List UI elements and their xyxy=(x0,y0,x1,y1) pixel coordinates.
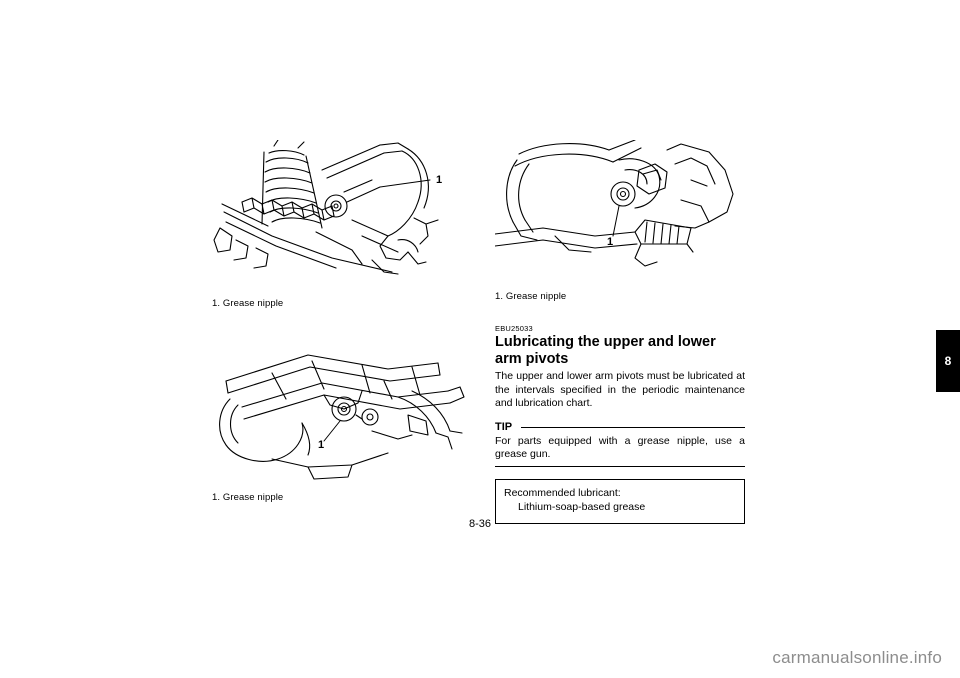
figure-caption-upper-arm-front: 1. Grease nipple xyxy=(212,298,284,309)
figure-upper-arm-front-drawing xyxy=(213,140,439,275)
section-block: EBU25033 Lubricating the upper and lower… xyxy=(495,324,745,524)
figure-callout-2: 1 xyxy=(318,439,325,451)
section-code: EBU25033 xyxy=(495,324,533,333)
figure-caption-lower-arm: 1. Grease nipple xyxy=(212,492,284,503)
site-watermark: carmanualsonline.info xyxy=(772,648,942,668)
figure-lower-arm-drawing xyxy=(219,354,465,480)
tip-rule xyxy=(521,426,745,428)
tip-close-rule xyxy=(495,465,745,467)
figure-lower-arm: 1 xyxy=(212,341,487,486)
figure-upper-arm-front: 1 xyxy=(212,140,487,292)
watermark-text: carmanualsonline.info xyxy=(772,648,942,667)
right-column: 1 1. Grease nipple EBU25033 Lubricating … xyxy=(495,140,745,524)
tip-heading: TIP xyxy=(495,421,745,433)
section-body: The upper and lower arm pivots must be l… xyxy=(495,370,745,410)
figure-callout-3: 1 xyxy=(607,236,614,248)
lubricant-value: Lithium-soap-based grease xyxy=(518,501,646,514)
chapter-tab: 8 xyxy=(936,330,960,392)
section-title: Lubricating the upper and lower arm pivo… xyxy=(495,334,716,367)
figure-rear-arm-drawing xyxy=(495,140,734,267)
lubricant-label: Recommended lubricant: xyxy=(504,486,621,499)
page-number: 8-36 xyxy=(468,518,492,530)
tip-label: TIP xyxy=(495,420,513,433)
figure-callout-1: 1 xyxy=(436,174,443,186)
recommended-lubricant-box: Recommended lubricant: Lithium-soap-base… xyxy=(495,478,745,524)
figure-rear-arm: 1 xyxy=(495,140,745,285)
tip-body: For parts equipped with a grease nipple,… xyxy=(495,434,745,461)
left-column: 1 1. Grease nipple xyxy=(212,140,487,503)
figure-caption-rear-arm: 1. Grease nipple xyxy=(495,291,567,302)
